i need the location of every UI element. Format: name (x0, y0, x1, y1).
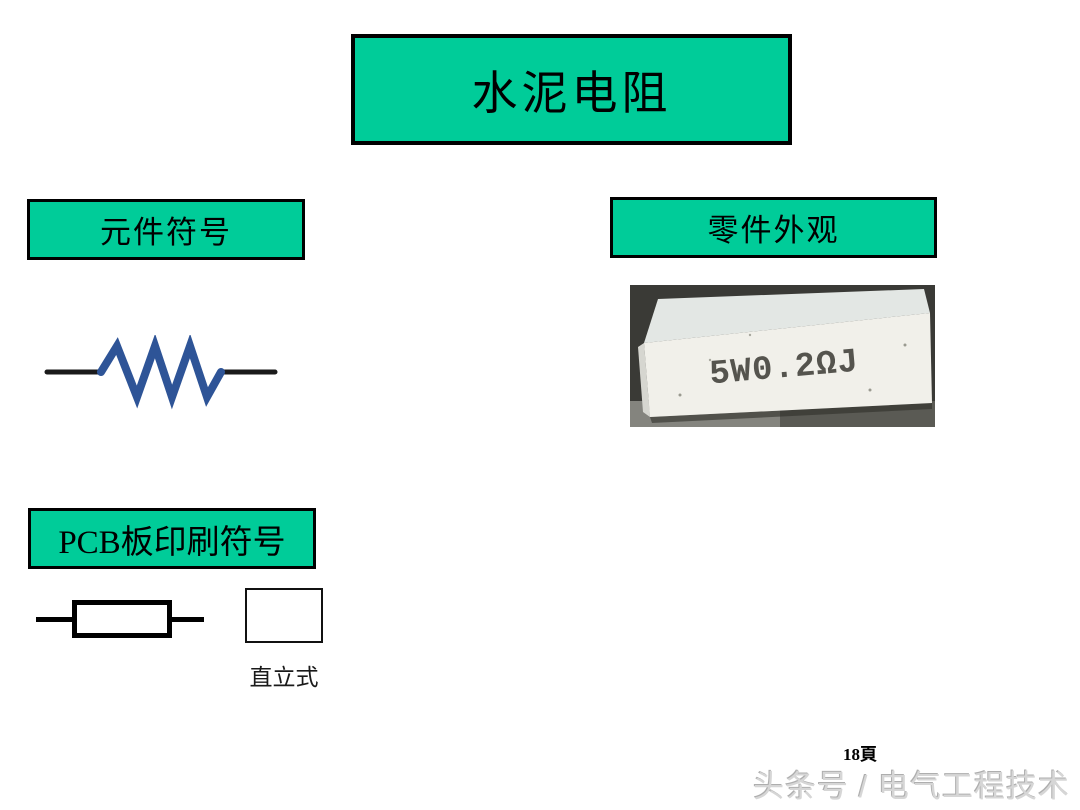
pcb-horizontal-symbol (36, 600, 204, 638)
pcb-lead-right (172, 616, 204, 622)
speckle (708, 358, 712, 362)
pcb-body-rectangle (72, 600, 172, 638)
block-shadow (650, 403, 932, 423)
block-left-face (638, 343, 650, 417)
speckle (678, 393, 682, 397)
title-box: 水泥电阻 (351, 34, 792, 145)
speckle (903, 343, 907, 347)
part-appearance-header: 零件外观 (610, 197, 937, 258)
pcb-lead-left (36, 616, 72, 622)
component-symbol-header: 元件符号 (27, 199, 305, 260)
cement-resistor-photo: 5W0.2ΩJ (630, 285, 935, 427)
speckle (748, 333, 752, 337)
page-number: 18頁 (843, 745, 877, 764)
block-front-face (644, 313, 932, 417)
speckle (868, 388, 872, 392)
upright-type-label: 直立式 (249, 665, 319, 690)
block-top-face (644, 289, 930, 343)
component-symbol-label: 元件符号 (100, 215, 232, 250)
part-appearance-label: 零件外观 (707, 213, 840, 248)
pcb-vertical-symbol (245, 588, 323, 643)
pcb-symbol-header: PCB板印刷符号 (28, 508, 316, 569)
slide-title: 水泥电阻 (471, 67, 672, 119)
watermark: 头条号 / 电气工程技术 (753, 769, 1070, 804)
resistor-zigzag (97, 335, 225, 410)
resistor-schematic-symbol (44, 335, 278, 410)
pcb-symbol-label: PCB板印刷符号 (58, 524, 286, 561)
